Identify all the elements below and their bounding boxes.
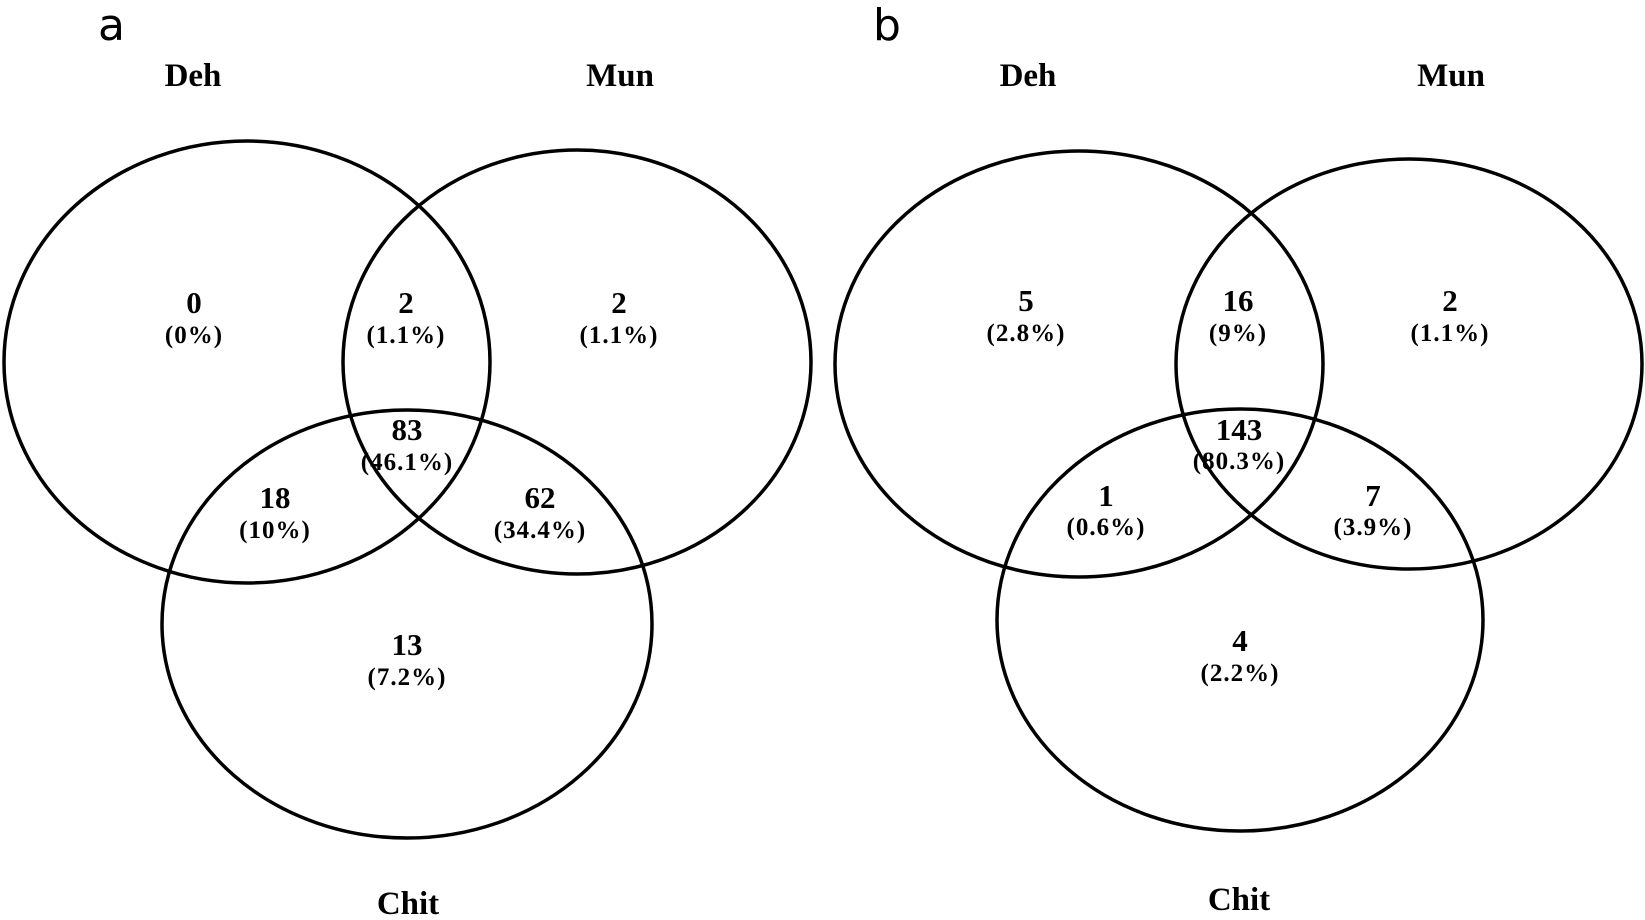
region-count: 0 [186,285,202,320]
panel-a: a Deh Mun Chit 0 (0%) 2 (1.1%) 2 (1.1%) … [2,0,813,920]
region-all: 83 (46.1%) [361,412,453,476]
region-count: 2 [1442,283,1458,318]
panel-letter-b: b [873,0,901,51]
region-percent: (2.2%) [1201,660,1280,687]
set-circle-chit [995,407,1485,833]
region-percent: (10%) [239,517,311,544]
region-percent: (46.1%) [361,449,453,476]
region-count: 4 [1232,623,1248,658]
region-count: 13 [392,627,423,662]
region-percent: (1.1%) [367,322,446,349]
region-mun-chit: 62 (34.4%) [494,480,586,544]
panel-b: b Deh Mun Chit 5 (2.8%) 16 (9%) 2 (1.1%)… [833,0,1644,918]
region-percent: (0%) [165,322,223,349]
region-mun-chit: 7 (3.9%) [1334,478,1413,541]
region-count: 5 [1018,283,1034,318]
region-percent: (1.1%) [1411,320,1490,347]
set-circle-mun [341,148,813,576]
region-deh-chit: 18 (10%) [239,480,311,544]
region-count: 16 [1223,283,1254,318]
set-label-chit: Chit [377,886,439,920]
region-percent: (9%) [1209,320,1267,347]
region-percent: (0.6%) [1067,514,1146,541]
set-label-mun: Mun [586,58,654,94]
region-mun-only: 2 (1.1%) [580,285,659,349]
region-chit-only: 13 (7.2%) [368,627,447,691]
region-count: 2 [398,285,414,320]
region-mun-only: 2 (1.1%) [1411,283,1490,347]
set-circle-deh [2,139,492,585]
region-percent: (3.9%) [1334,514,1413,541]
region-all: 143 (80.3%) [1193,412,1285,475]
set-circle-mun [1174,157,1644,571]
region-deh-mun: 2 (1.1%) [367,285,446,349]
region-deh-only: 0 (0%) [165,285,223,349]
set-label-chit: Chit [1208,882,1270,918]
region-percent: (7.2%) [368,664,447,691]
region-count: 1 [1098,478,1114,513]
region-count: 143 [1216,412,1263,447]
region-percent: (34.4%) [494,517,586,544]
region-deh-only: 5 (2.8%) [987,283,1066,347]
region-percent: (80.3%) [1193,448,1285,475]
region-percent: (2.8%) [987,320,1066,347]
panel-letter-a: a [98,0,125,51]
region-percent: (1.1%) [580,322,659,349]
region-count: 2 [611,285,627,320]
region-count: 18 [260,480,291,515]
region-count: 7 [1365,478,1381,513]
set-circle-deh [833,149,1325,579]
region-deh-mun: 16 (9%) [1209,283,1267,347]
set-label-deh: Deh [1000,58,1057,94]
region-deh-chit: 1 (0.6%) [1067,478,1146,541]
set-label-mun: Mun [1417,58,1485,94]
set-circle-chit [160,408,654,840]
region-chit-only: 4 (2.2%) [1201,623,1280,687]
set-label-deh: Deh [165,58,222,94]
region-count: 62 [525,480,556,515]
region-count: 83 [392,412,423,447]
